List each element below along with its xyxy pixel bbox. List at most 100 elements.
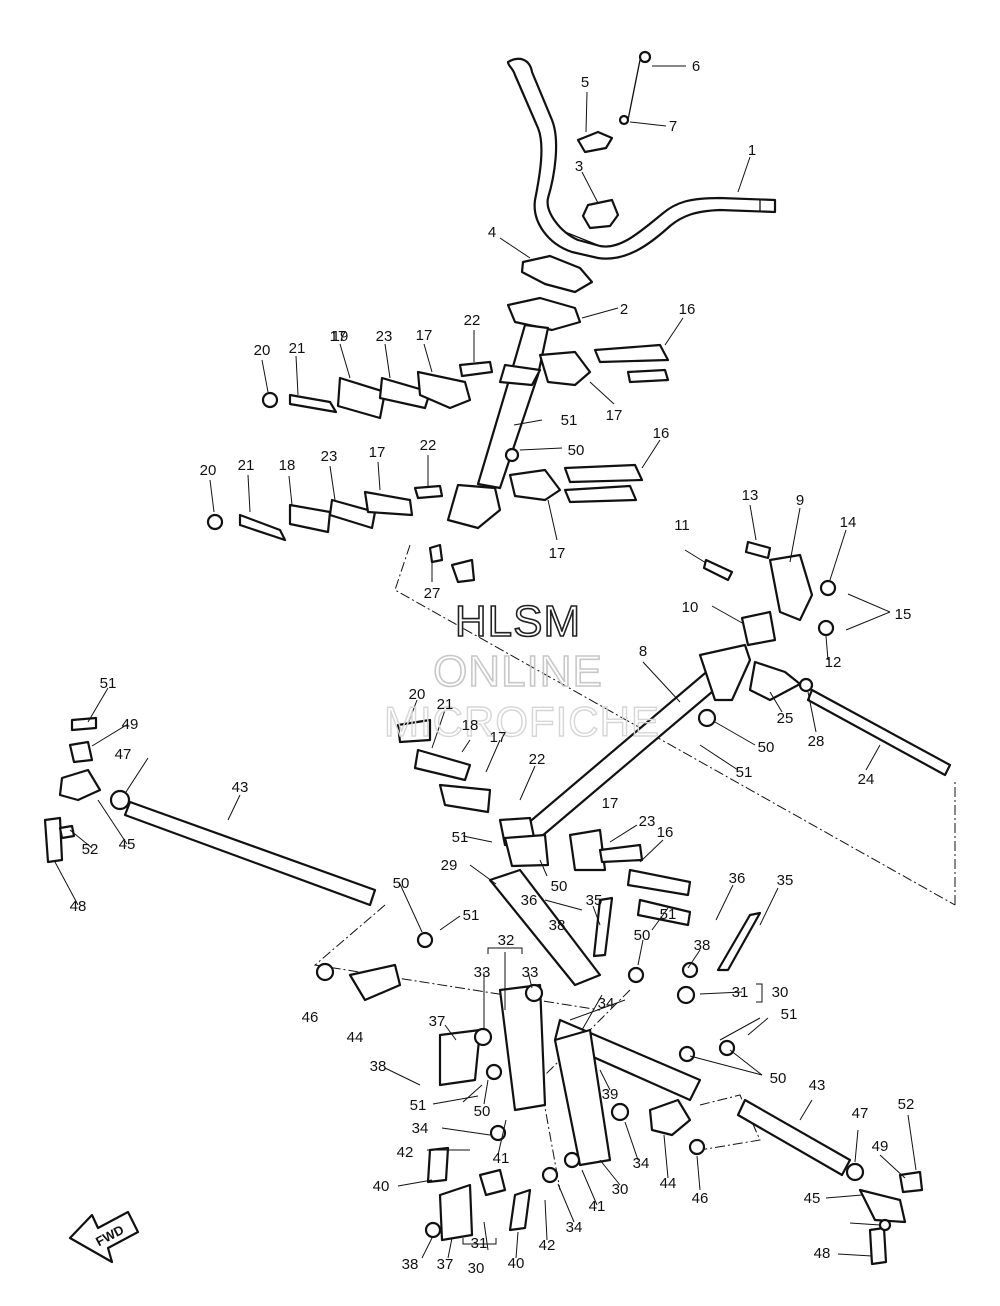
callout: 51 bbox=[736, 764, 753, 781]
callout: 16 bbox=[653, 425, 670, 442]
callout: 34 bbox=[412, 1120, 429, 1137]
callout: 22 bbox=[420, 437, 437, 454]
callout: 50 bbox=[474, 1103, 491, 1120]
callout: 20 bbox=[409, 686, 426, 703]
callout: 35 bbox=[586, 892, 603, 909]
callout-labels: 1 2 3 4 5 6 7 8 9 10 11 12 13 14 15 16 1… bbox=[70, 58, 915, 1277]
callout: 20 bbox=[200, 462, 217, 479]
callout: 30 bbox=[772, 984, 789, 1001]
callout: 21 bbox=[289, 340, 306, 357]
callout: 17 bbox=[416, 327, 433, 344]
callout: 33 bbox=[522, 964, 539, 981]
leader-lines bbox=[54, 65, 917, 1259]
callout: 25 bbox=[777, 710, 794, 727]
callout: 18 bbox=[462, 717, 479, 734]
callout: 30 bbox=[468, 1260, 485, 1277]
callout: 44 bbox=[347, 1029, 364, 1046]
callout: 31 bbox=[471, 1235, 488, 1252]
steering-column bbox=[446, 296, 582, 530]
watermark: HLSM ONLINE MICROFICHE bbox=[383, 596, 659, 746]
callout: 17 bbox=[330, 328, 347, 345]
callout: 8 bbox=[639, 643, 647, 660]
callout: 38 bbox=[549, 917, 566, 934]
callout: 28 bbox=[808, 733, 825, 750]
callout: 51 bbox=[781, 1006, 798, 1023]
callout: 19 bbox=[332, 328, 349, 345]
callout: 37 bbox=[429, 1013, 446, 1030]
callout: 3 bbox=[575, 158, 583, 175]
callout: 50 bbox=[568, 442, 585, 459]
cross-shaft bbox=[518, 643, 952, 844]
callout: 17 bbox=[602, 795, 619, 812]
callout: 38 bbox=[694, 937, 711, 954]
callout: 22 bbox=[464, 312, 481, 329]
callout: 37 bbox=[437, 1256, 454, 1273]
callout: 21 bbox=[437, 696, 454, 713]
callout: 45 bbox=[119, 836, 136, 853]
callout: 42 bbox=[539, 1237, 556, 1254]
callout: 50 bbox=[634, 927, 651, 944]
callout: 2 bbox=[620, 301, 628, 318]
callout: 18 bbox=[279, 457, 296, 474]
callout: 23 bbox=[376, 328, 393, 345]
watermark-line-1: HLSM bbox=[455, 597, 581, 646]
callout: 40 bbox=[508, 1255, 525, 1272]
callout: 9 bbox=[796, 492, 804, 509]
callout: 45 bbox=[804, 1190, 821, 1207]
callout: 51 bbox=[452, 829, 469, 846]
callout: 17 bbox=[606, 407, 623, 424]
lower-right-linkage bbox=[648, 1098, 924, 1266]
callout: 36 bbox=[729, 870, 746, 887]
callout: 30 bbox=[612, 1181, 629, 1198]
callout: 52 bbox=[898, 1096, 915, 1113]
callout: 31 bbox=[732, 984, 749, 1001]
callout: 34 bbox=[566, 1219, 583, 1236]
callout: 34 bbox=[598, 995, 615, 1012]
callout: 41 bbox=[493, 1150, 510, 1167]
middle-linkage-row bbox=[206, 447, 644, 584]
callout: 40 bbox=[373, 1178, 390, 1195]
callout: 51 bbox=[561, 412, 578, 429]
callout: 38 bbox=[402, 1256, 419, 1273]
callout: 41 bbox=[589, 1198, 606, 1215]
lower-center-linkage bbox=[315, 718, 762, 1242]
lower-left-linkage bbox=[43, 716, 377, 907]
callout: 43 bbox=[809, 1077, 826, 1094]
callout: 22 bbox=[529, 751, 546, 768]
callout: 42 bbox=[397, 1144, 414, 1161]
callout: 11 bbox=[674, 517, 690, 534]
fwd-arrow: FWD bbox=[68, 1210, 140, 1264]
callout: 4 bbox=[488, 224, 496, 241]
callout: 24 bbox=[858, 771, 875, 788]
callout: 20 bbox=[254, 342, 271, 359]
handlebar bbox=[506, 57, 777, 260]
bracket-assembly bbox=[702, 540, 837, 647]
callout: 39 bbox=[602, 1086, 619, 1103]
callout: 46 bbox=[692, 1190, 709, 1207]
callout: 51 bbox=[410, 1097, 427, 1114]
callout: 12 bbox=[825, 654, 842, 671]
callout: 52 bbox=[82, 841, 99, 858]
callout: 35 bbox=[777, 872, 794, 889]
callout: 29 bbox=[441, 857, 458, 874]
callout: 51 bbox=[100, 675, 117, 692]
callout: 46 bbox=[302, 1009, 319, 1026]
callout: 34 bbox=[633, 1155, 650, 1172]
callout: 49 bbox=[122, 716, 139, 733]
callout: 16 bbox=[657, 824, 674, 841]
callout: 23 bbox=[321, 448, 338, 465]
reference-lines bbox=[313, 544, 956, 1191]
callout: 50 bbox=[770, 1070, 787, 1087]
callout: 10 bbox=[682, 599, 699, 616]
callout: 13 bbox=[742, 487, 759, 504]
callout: 17 bbox=[549, 545, 566, 562]
callout: 51 bbox=[463, 907, 480, 924]
callout: 27 bbox=[424, 585, 441, 602]
callout: 17 bbox=[490, 729, 507, 746]
callout: 50 bbox=[758, 739, 775, 756]
callout: 38 bbox=[370, 1058, 387, 1075]
callout: 47 bbox=[852, 1105, 869, 1122]
callout: 43 bbox=[232, 779, 249, 796]
callout: 48 bbox=[814, 1245, 831, 1262]
